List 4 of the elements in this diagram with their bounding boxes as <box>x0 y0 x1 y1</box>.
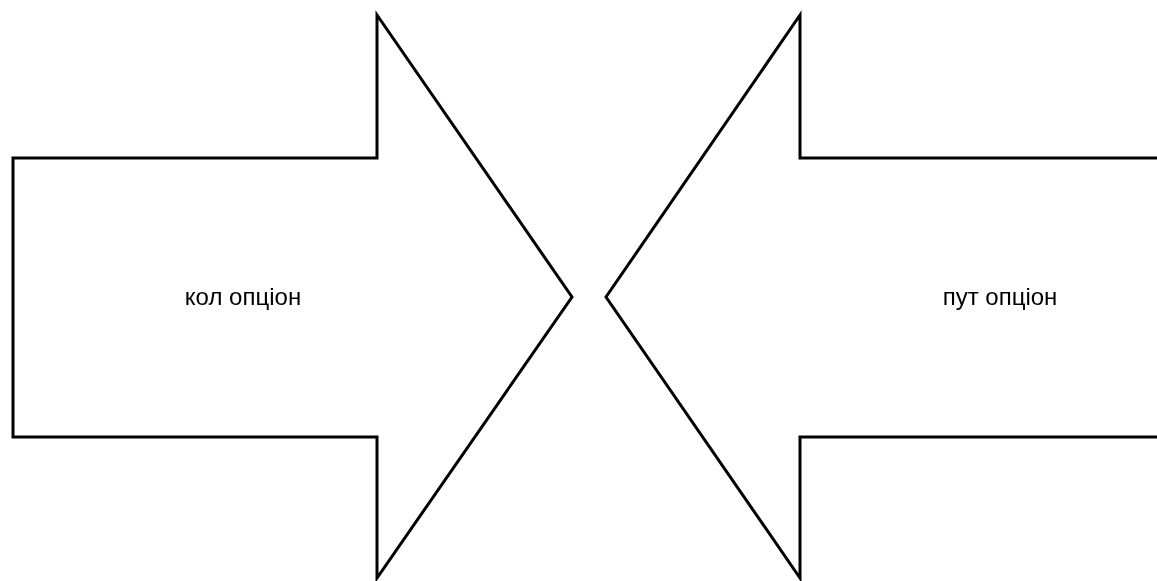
block-arrow <box>11 13 575 581</box>
arrow-label: кол опціон <box>184 285 302 309</box>
arrow-label: пут опціон <box>942 285 1058 309</box>
block-arrow <box>602 13 1157 581</box>
